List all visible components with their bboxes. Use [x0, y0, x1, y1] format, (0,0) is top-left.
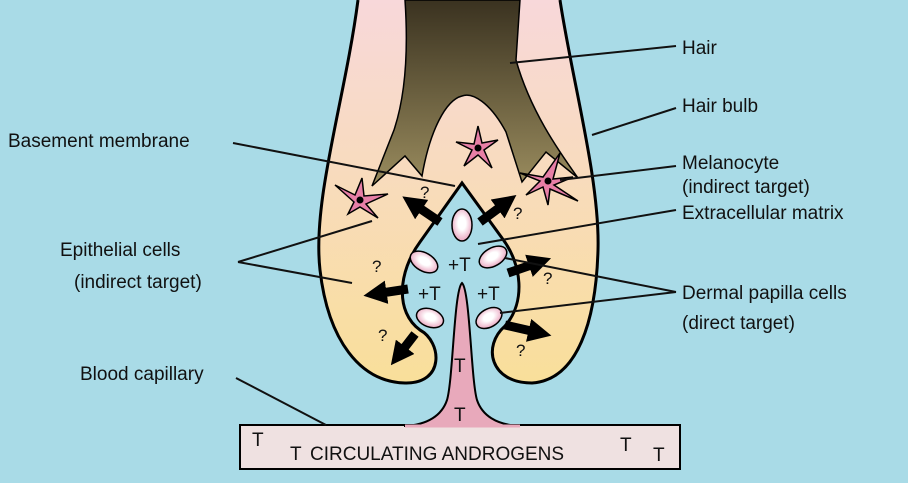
label-blood-capillary: Blood capillary [80, 364, 204, 385]
label-hair-bulb: Hair bulb [682, 96, 758, 117]
plus-t-label: +T [418, 284, 441, 305]
label-extracellular-matrix: Extracellular matrix [682, 203, 844, 224]
question-mark: ? [513, 204, 522, 223]
melanocyte-cell [455, 125, 499, 169]
circulating-androgens-label: CIRCULATING ANDROGENS [310, 444, 564, 465]
hair-shaft [371, 0, 579, 187]
label-dermal-papilla-cells-sub: (direct target) [682, 313, 795, 334]
melanocyte-cell [334, 177, 389, 219]
question-mark: ? [516, 341, 525, 360]
melanocyte-cell [519, 152, 579, 206]
label-dermal-papilla-cells: Dermal papilla cells [682, 283, 847, 304]
label-epithelial-cells: Epithelial cells [60, 240, 180, 261]
question-mark: ? [372, 257, 381, 276]
t-label: T [454, 405, 466, 426]
question-mark: ? [543, 269, 552, 288]
question-mark: ? [420, 183, 429, 202]
t-label: T [653, 445, 665, 466]
label-basement-membrane: Basement membrane [8, 131, 190, 152]
plus-t-label: +T [477, 284, 500, 305]
t-label: T [620, 435, 632, 456]
label-epithelial-cells-sub: (indirect target) [74, 272, 202, 293]
plus-t-label: +T [448, 255, 471, 276]
blood-capillary [239, 424, 681, 470]
label-hair: Hair [682, 38, 718, 59]
t-label: T [290, 444, 302, 465]
question-mark: ? [378, 326, 387, 345]
effect-arrows [363, 195, 552, 366]
t-label: T [252, 430, 264, 451]
dermal-papilla-cells [409, 208, 508, 330]
label-melanocyte: Melanocyte [682, 153, 779, 174]
label-melanocyte-sub: (indirect target) [682, 177, 810, 198]
leader-lines [232, 45, 677, 426]
t-label: T [454, 356, 466, 377]
